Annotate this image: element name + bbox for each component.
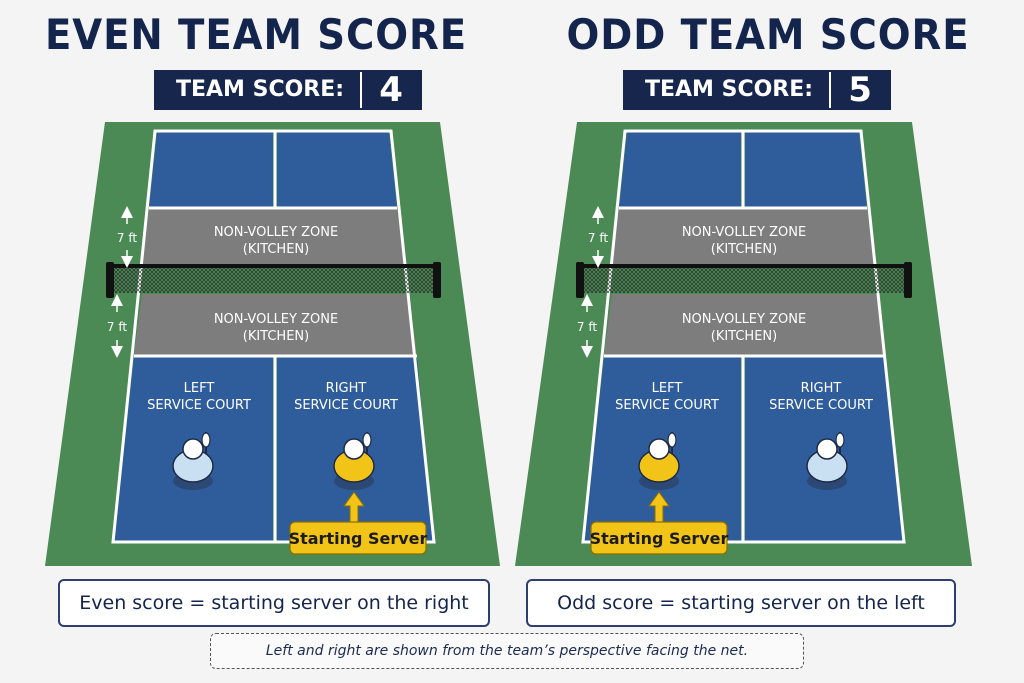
right-dimension-bottom: 7 ft [577,320,597,334]
left-panel-title: EVEN TEAM SCORE [44,10,468,59]
right-kitchen-bottom-line1: NON-VOLLEY ZONE [682,312,806,327]
right-net [576,262,912,298]
left-dimension-top: 7 ft [117,231,137,245]
right-left-court-line2: SERVICE COURT [615,398,719,413]
left-kitchen-top-line1: NON-VOLLEY ZONE [214,225,338,240]
right-starting-server-player-icon [638,432,680,490]
left-right-court-line2: SERVICE COURT [294,398,398,413]
left-court: 7 ft 7 ft NON-VOLLEY ZONE (KITCHEN) NON-… [45,122,500,566]
right-kitchen-top [612,208,874,266]
right-right-court-line2: SERVICE COURT [769,398,873,413]
right-score-box: TEAM SCORE: 5 [623,70,892,110]
right-court: 7 ft 7 ft NON-VOLLEY ZONE (KITCHEN) NON-… [515,122,972,566]
left-server-label: Starting Server [289,529,428,548]
right-kitchen-bottom-line2: (KITCHEN) [711,329,777,344]
left-dimension-bottom: 7 ft [107,320,127,334]
left-kitchen-bottom-line1: NON-VOLLEY ZONE [214,312,338,327]
left-kitchen-top-line2: (KITCHEN) [243,242,309,257]
footnote: Left and right are shown from the team’s… [210,633,804,669]
left-right-court-line1: RIGHT [326,381,367,396]
right-score-label: TEAM SCORE: [645,77,814,102]
left-net [106,262,441,298]
right-score-value: 5 [829,72,889,108]
right-kitchen-top-line1: NON-VOLLEY ZONE [682,225,806,240]
left-caption: Even score = starting server on the righ… [58,579,490,627]
left-kitchen-bottom-line2: (KITCHEN) [243,329,309,344]
right-kitchen-top-line2: (KITCHEN) [711,242,777,257]
left-score-label: TEAM SCORE: [176,77,345,102]
right-right-court-line1: RIGHT [801,381,842,396]
left-score-value: 4 [360,72,420,108]
right-dimension-top: 7 ft [588,231,608,245]
right-left-court-line1: LEFT [652,381,683,396]
right-caption: Odd score = starting server on the left [526,579,956,627]
right-server-label: Starting Server [590,529,729,548]
left-starting-server-player-icon [333,432,375,490]
right-panel-title: ODD TEAM SCORE [566,10,970,59]
left-left-court-line1: LEFT [184,381,215,396]
right-kitchen-bottom [604,294,885,356]
left-partner-player-icon [172,432,214,490]
left-score-box: TEAM SCORE: 4 [154,70,423,110]
left-left-court-line2: SERVICE COURT [147,398,251,413]
left-kitchen-top [142,208,405,266]
right-partner-player-icon [806,432,848,490]
left-kitchen-bottom [134,294,417,356]
